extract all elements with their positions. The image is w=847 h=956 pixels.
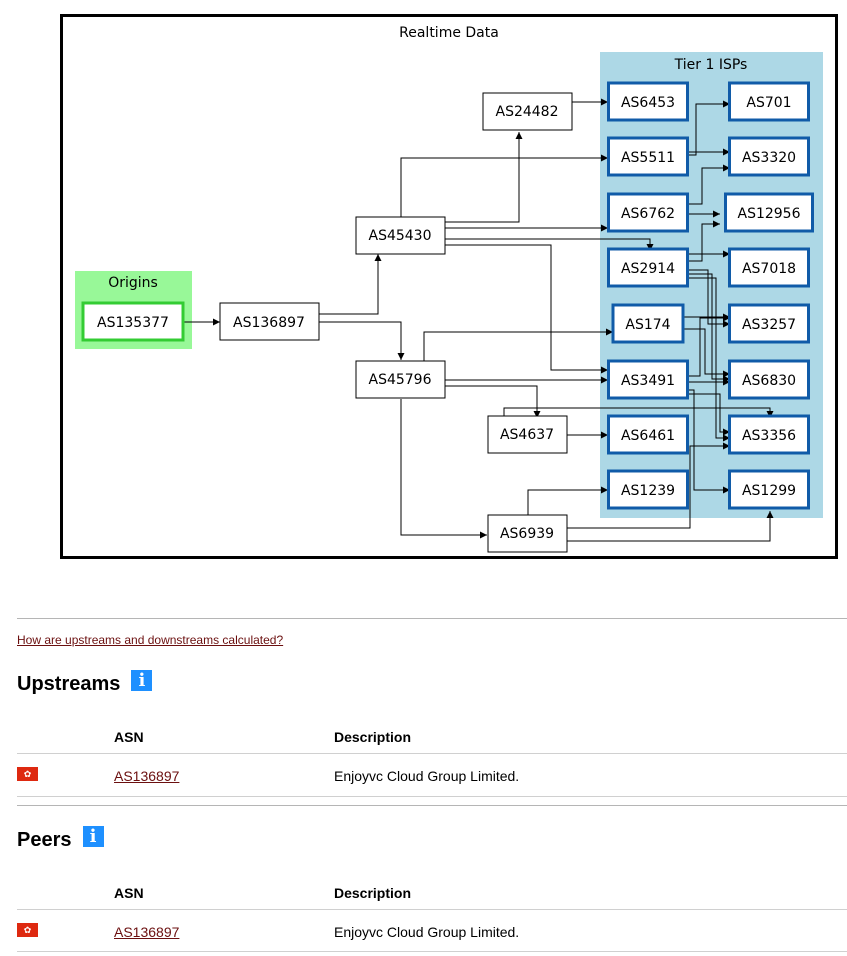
hong-kong-flag-icon: ✿ xyxy=(17,923,38,937)
upstreams-heading: Upstreams i xyxy=(17,670,153,696)
tier1-node-as3320[interactable] xyxy=(728,136,810,177)
upstreams-row-line xyxy=(17,796,847,797)
tier1-node-label: AS701 xyxy=(746,95,791,111)
node-as136897[interactable] xyxy=(219,302,320,341)
node-as6939-label: AS6939 xyxy=(500,526,554,542)
upstreams-asn-header: ASN xyxy=(114,729,144,745)
node-as24482-label: AS24482 xyxy=(496,104,559,120)
origin-node-label: AS135377 xyxy=(97,315,169,331)
tier1-node-as7018[interactable] xyxy=(728,247,810,288)
tier1-node-as3356[interactable] xyxy=(728,414,810,455)
tier1-node-as2914[interactable] xyxy=(607,247,689,288)
tier1-node-as174[interactable] xyxy=(611,303,685,344)
node-as6939[interactable] xyxy=(487,514,568,553)
node-as4637-label: AS4637 xyxy=(500,427,554,443)
node-as45796-label: AS45796 xyxy=(369,372,432,388)
upstreams-row-asn-link[interactable]: AS136897 xyxy=(114,768,180,784)
tier1-node-label: AS3356 xyxy=(742,428,796,444)
tier1-node-as12956[interactable] xyxy=(724,192,814,233)
tier1-node-as3257[interactable] xyxy=(728,303,810,344)
graph-edges xyxy=(178,98,774,542)
tier1-label: Tier 1 ISPs xyxy=(674,57,748,73)
hong-kong-flag-icon: ✿ xyxy=(17,767,38,781)
peers-title: Peers xyxy=(17,829,72,851)
tier1-node-label: AS1299 xyxy=(742,483,796,499)
upstreams-header-line xyxy=(17,753,847,754)
tier1-node-as6762[interactable] xyxy=(607,192,689,233)
upstreams-row-description: Enjoyvc Cloud Group Limited. xyxy=(334,768,520,784)
divider xyxy=(17,618,847,619)
divider xyxy=(17,805,847,806)
peers-row-description: Enjoyvc Cloud Group Limited. xyxy=(334,924,520,940)
tier1-node-label: AS3491 xyxy=(621,373,675,389)
peers-row-asn-link[interactable]: AS136897 xyxy=(114,924,180,940)
tier1-node-as1299[interactable] xyxy=(728,469,810,510)
peers-heading: Peers i xyxy=(17,826,104,852)
tier1-node-label: AS3320 xyxy=(742,150,796,166)
node-as45430-label: AS45430 xyxy=(369,228,432,244)
tier1-left-column: AS6453AS5511AS6762AS2914AS174AS3491AS646… xyxy=(607,81,689,510)
node-as136897-label: AS136897 xyxy=(233,315,305,331)
origins-label: Origins xyxy=(108,275,158,291)
tier1-node-label: AS1239 xyxy=(621,483,675,499)
tier1-right-column: AS701AS3320AS12956AS7018AS3257AS6830AS33… xyxy=(724,81,814,510)
tier1-node-label: AS12956 xyxy=(738,206,801,222)
info-icon[interactable]: i xyxy=(82,826,104,847)
tier1-node-label: AS6453 xyxy=(621,95,675,111)
tier1-node-label: AS5511 xyxy=(621,150,675,166)
tier1-node-label: AS174 xyxy=(625,317,670,333)
tier1-node-label: AS3257 xyxy=(742,317,796,333)
tier1-node-label: AS7018 xyxy=(742,261,796,277)
tier1-node-as1239[interactable] xyxy=(607,469,689,510)
graph-title: Realtime Data xyxy=(399,25,499,41)
origin-node[interactable] xyxy=(81,301,185,342)
upstreams-title: Upstreams xyxy=(17,673,121,695)
tier1-node-label: AS6830 xyxy=(742,373,796,389)
node-as45796[interactable] xyxy=(355,360,446,399)
peers-row-line xyxy=(17,951,847,952)
node-as45430[interactable] xyxy=(355,216,446,255)
upstreams-description-header: Description xyxy=(334,729,412,745)
tier1-node-label: AS6762 xyxy=(621,206,675,222)
tier1-node-as6461[interactable] xyxy=(607,414,689,455)
tier1-node-label: AS2914 xyxy=(621,261,675,277)
tier1-node-as6830[interactable] xyxy=(728,359,810,400)
tier1-node-as6453[interactable] xyxy=(607,81,689,122)
tier1-node-as5511[interactable] xyxy=(607,136,689,177)
tier1-node-as701[interactable] xyxy=(728,81,810,122)
tier1-node-label: AS6461 xyxy=(621,428,675,444)
node-as24482[interactable] xyxy=(482,92,573,131)
info-icon[interactable]: i xyxy=(131,670,153,691)
peers-header-line xyxy=(17,909,847,910)
peers-asn-header: ASN xyxy=(114,885,144,901)
node-as4637[interactable] xyxy=(487,415,568,454)
peers-description-header: Description xyxy=(334,885,412,901)
tier1-node-as3491[interactable] xyxy=(607,359,689,400)
graph-svg: Realtime Data Origins Tier 1 ISPs xyxy=(60,14,838,559)
as-relationship-graph: Realtime Data Origins Tier 1 ISPs xyxy=(60,14,838,559)
help-link-upstreams-downstreams[interactable]: How are upstreams and downstreams calcul… xyxy=(17,633,284,647)
